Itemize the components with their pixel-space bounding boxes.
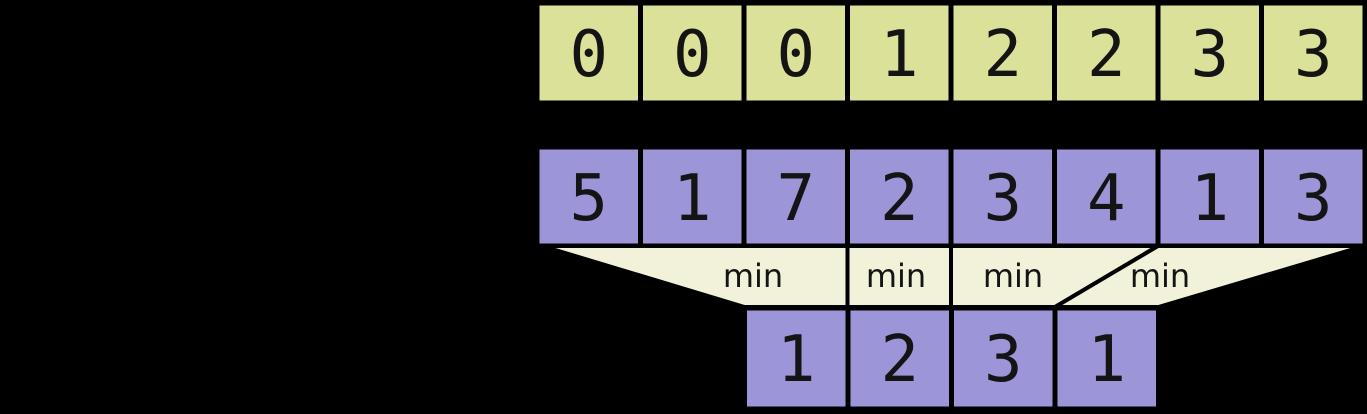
block-index-value: 3 xyxy=(1294,18,1333,92)
array-value: 3 xyxy=(983,162,1022,236)
block-index-cell xyxy=(1259,0,1367,106)
array-value: 3 xyxy=(1294,162,1333,236)
array-value: 7 xyxy=(776,162,815,236)
array-cell xyxy=(638,144,747,249)
block-index-value: 1 xyxy=(880,18,919,92)
block-min-value: 1 xyxy=(777,323,816,397)
block-min-cell xyxy=(742,305,851,412)
block-index-cell xyxy=(845,0,954,106)
block-index-value: 2 xyxy=(1087,18,1126,92)
array-cell xyxy=(1155,144,1264,249)
block-min-row: 1 2 3 1 xyxy=(742,305,1161,412)
array-value: 1 xyxy=(673,162,712,236)
block-min-value: 1 xyxy=(1087,323,1126,397)
array-value: 1 xyxy=(1190,162,1229,236)
array-cell xyxy=(1052,144,1161,249)
min-label: min xyxy=(723,257,783,295)
block-index-cell xyxy=(948,0,1057,106)
block-index-value: 3 xyxy=(1190,18,1229,92)
block-index-cell xyxy=(534,0,643,106)
block-index-value: 0 xyxy=(776,18,815,92)
min-funnels: min min min min xyxy=(541,244,1365,309)
block-index-row: 0 0 0 1 2 2 3 3 xyxy=(534,0,1367,106)
block-index-cell xyxy=(1052,0,1161,106)
block-index-value: 2 xyxy=(983,18,1022,92)
block-min-value: 3 xyxy=(984,323,1023,397)
array-value: 2 xyxy=(880,162,919,236)
min-label: min xyxy=(983,257,1043,295)
block-min-value: 2 xyxy=(880,323,919,397)
min-label: min xyxy=(866,257,926,295)
array-value: 5 xyxy=(569,162,608,236)
array-cell xyxy=(845,144,954,249)
block-index-cell xyxy=(741,0,850,106)
min-label: min xyxy=(1130,257,1190,295)
block-index-cell xyxy=(638,0,747,106)
block-index-value: 0 xyxy=(673,18,712,92)
block-min-cell xyxy=(1052,305,1161,412)
block-min-cell xyxy=(845,305,954,412)
array-row: 5 1 7 2 3 4 1 3 xyxy=(534,144,1367,249)
array-value: 4 xyxy=(1087,162,1126,236)
block-index-value: 0 xyxy=(569,18,608,92)
